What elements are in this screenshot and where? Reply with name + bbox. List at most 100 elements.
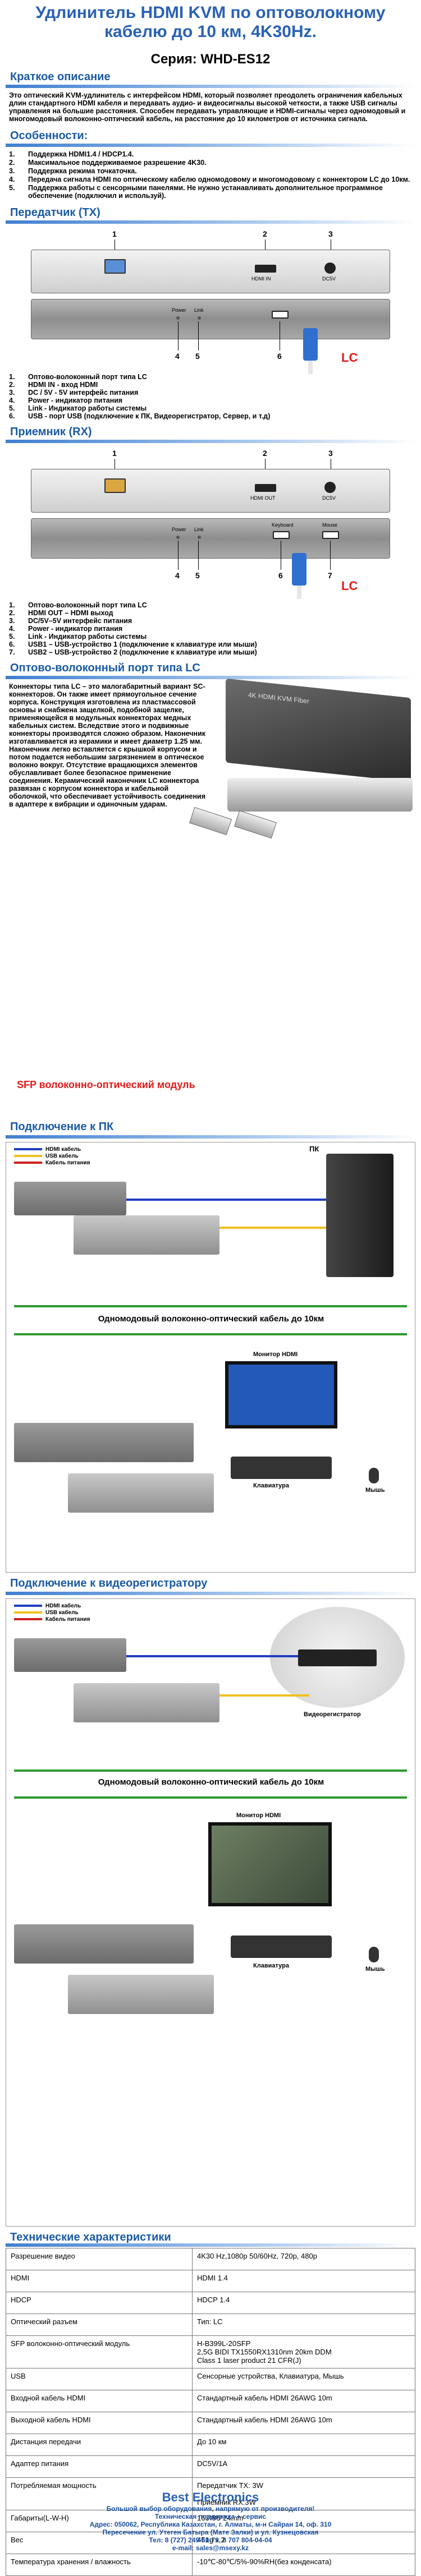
section-divider bbox=[6, 1592, 415, 1595]
power-swatch bbox=[14, 1618, 42, 1620]
series-label: Серия: WHD-ES12 bbox=[150, 52, 271, 67]
list-item: 3.DC/5V–5V интерфейс питания bbox=[9, 617, 412, 625]
list-item: 5. Поддержка работы с сенсорными панелями… bbox=[9, 184, 412, 200]
tx-device-front-icon bbox=[74, 1683, 219, 1722]
spec-value-cell: H-B399L-20SFP 2,5G BIDI TX1550RX1310nm 2… bbox=[192, 2335, 415, 2368]
keyboard-label: Keyboard bbox=[272, 522, 294, 528]
mouse-label: Мышь bbox=[365, 1966, 385, 1973]
dvr-diagram-heading: Подключение к видеорегистратору bbox=[10, 1577, 208, 1589]
list-item-text: Link - Индикатор работы системы bbox=[28, 404, 147, 412]
legend-hdmi: HDMI кабель bbox=[45, 1602, 81, 1609]
list-item: 2.Максимальное поддерживаемое разрешение… bbox=[9, 159, 412, 167]
monitor-icon bbox=[208, 1822, 332, 1906]
list-item: 1.Оптово-волоконный порт типа LC bbox=[9, 373, 412, 381]
legend-usb: USB кабель bbox=[45, 1153, 79, 1159]
power-led-icon bbox=[176, 536, 180, 539]
list-item-number: 5. bbox=[9, 404, 15, 412]
spec-name-cell: Входной кабель HDMI bbox=[6, 2390, 193, 2412]
dc5v-label: DC5V bbox=[322, 495, 336, 501]
spec-value-cell: Стандартный кабель HDMI 26AWG 10m bbox=[192, 2390, 415, 2412]
list-item: 6.USB - порт USB (подключение к ПК, Виде… bbox=[9, 412, 412, 420]
tx-num-3: 3 bbox=[328, 229, 333, 238]
list-item-number: 3. bbox=[9, 167, 15, 175]
rx-num-2: 2 bbox=[263, 449, 267, 458]
list-item-text: Оптово-волоконный порт типа LC bbox=[28, 601, 147, 609]
list-item-number: 5. bbox=[9, 184, 15, 192]
dc-port-icon bbox=[324, 482, 336, 493]
tx-device-icon bbox=[14, 1182, 126, 1215]
list-item-text: Передача сигнала HDMI по оптическому каб… bbox=[28, 176, 410, 183]
rx-num-4: 4 bbox=[175, 571, 180, 580]
legend-power: Кабель питания bbox=[45, 1159, 90, 1166]
rx-num-3: 3 bbox=[328, 449, 333, 458]
fiber-cable-line bbox=[14, 1769, 407, 1772]
spec-name-cell: Адаптер питания bbox=[6, 2455, 193, 2478]
list-item-number: 4. bbox=[9, 397, 15, 404]
list-item: 2.HDMI IN - вход HDMI bbox=[9, 381, 412, 389]
link-led-icon bbox=[198, 316, 201, 320]
list-item-text: DC / 5V - 5V интерфейс питания bbox=[28, 389, 139, 397]
spec-name-cell: Габариты(L-W-H) bbox=[6, 2510, 193, 2532]
title-line-2: кабелю до 10 км, 4K30Hz. bbox=[104, 22, 317, 41]
spec-value-cell: -10℃-80℃/5%-90%RH(без конденсата) bbox=[192, 2554, 415, 2576]
section-divider bbox=[6, 440, 415, 443]
link-label: Link bbox=[194, 527, 204, 532]
list-item-number: 2. bbox=[9, 381, 15, 389]
spec-value-cell: 451g x 2 bbox=[192, 2532, 415, 2554]
list-item: 3.DC / 5V - 5V интерфейс питания bbox=[9, 389, 412, 397]
spec-value-cell: Тип: LC bbox=[192, 2314, 415, 2336]
lc-label: LC bbox=[341, 579, 358, 593]
hdmi-swatch bbox=[14, 1605, 42, 1607]
dvr-label: Видеорегистратор bbox=[304, 1711, 361, 1718]
hdmi-cable-line bbox=[126, 1199, 326, 1201]
spec-value-cell: Стандартный кабель HDMI 26AWG 10m bbox=[192, 2412, 415, 2434]
list-item-text: Power - индикатор питания bbox=[28, 397, 123, 404]
keyboard-icon bbox=[231, 1457, 332, 1479]
spec-name-cell: Дистанция передачи bbox=[6, 2434, 193, 2456]
list-item-text: USB - порт USB (подключение к ПК, Видеор… bbox=[28, 412, 271, 420]
lc-label: LC bbox=[341, 351, 358, 365]
section-divider bbox=[6, 85, 415, 88]
footer-contact: Большой выбор оборудования, напрямую от … bbox=[0, 2505, 421, 2552]
spec-name-cell: USB bbox=[6, 2368, 193, 2390]
summary-heading: Краткое описание bbox=[10, 71, 111, 83]
cable-legend: HDMI кабель USB кабель Кабель питания bbox=[14, 1602, 90, 1623]
tx-num-2: 2 bbox=[263, 229, 267, 238]
list-item-text: Поддержка работы с сенсорными панелями. … bbox=[28, 184, 383, 200]
sfp-module-icon bbox=[189, 807, 232, 836]
title-line-1: Удлинитель HDMI KVM по оптоволокному bbox=[35, 3, 386, 22]
list-item: 3.Поддержка режима точкаточка. bbox=[9, 167, 412, 175]
spec-name-cell: SFP волоконно-оптический модуль bbox=[6, 2335, 193, 2368]
usb2-port-icon bbox=[322, 531, 339, 539]
legend-hdmi: HDMI кабель bbox=[45, 1146, 81, 1153]
cable-legend: HDMI кабель USB кабель Кабель питания bbox=[14, 1146, 90, 1166]
rx-num-5: 5 bbox=[195, 571, 200, 580]
spec-value-cell: 163*86*24mm bbox=[192, 2510, 415, 2532]
list-item-number: 2. bbox=[9, 159, 15, 167]
tx-device-front-icon bbox=[74, 1215, 219, 1255]
tx-num-5: 5 bbox=[195, 352, 200, 361]
monitor-label: Монитор HDMI bbox=[236, 1812, 281, 1819]
power-led-icon bbox=[176, 316, 180, 320]
list-item: 1.Поддержка HDMI1.4 / HDCP1.4. bbox=[9, 150, 412, 158]
list-item: 5.Link - Индикатор работы системы bbox=[9, 633, 412, 640]
usb-cable-line bbox=[219, 1227, 326, 1229]
usb-swatch bbox=[14, 1611, 42, 1614]
usb-port-icon bbox=[272, 311, 289, 319]
spec-name-cell: Разрешение видео bbox=[6, 2248, 193, 2270]
mouse-icon bbox=[369, 1468, 379, 1483]
spec-value-cell: 4K30 Hz,1080p 50/60Hz, 720p, 480p bbox=[192, 2248, 415, 2270]
spec-name-cell: Оптический разъем bbox=[6, 2314, 193, 2336]
footer-line: Адрес: 050062, Республика Казахстан, г. … bbox=[89, 2520, 332, 2528]
hdmi-in-label: HDMI IN bbox=[251, 276, 271, 282]
spec-value-cell: HDMI 1.4 bbox=[192, 2270, 415, 2292]
lc-port-heading: Оптово-волоконный порт типа LC bbox=[10, 662, 200, 674]
